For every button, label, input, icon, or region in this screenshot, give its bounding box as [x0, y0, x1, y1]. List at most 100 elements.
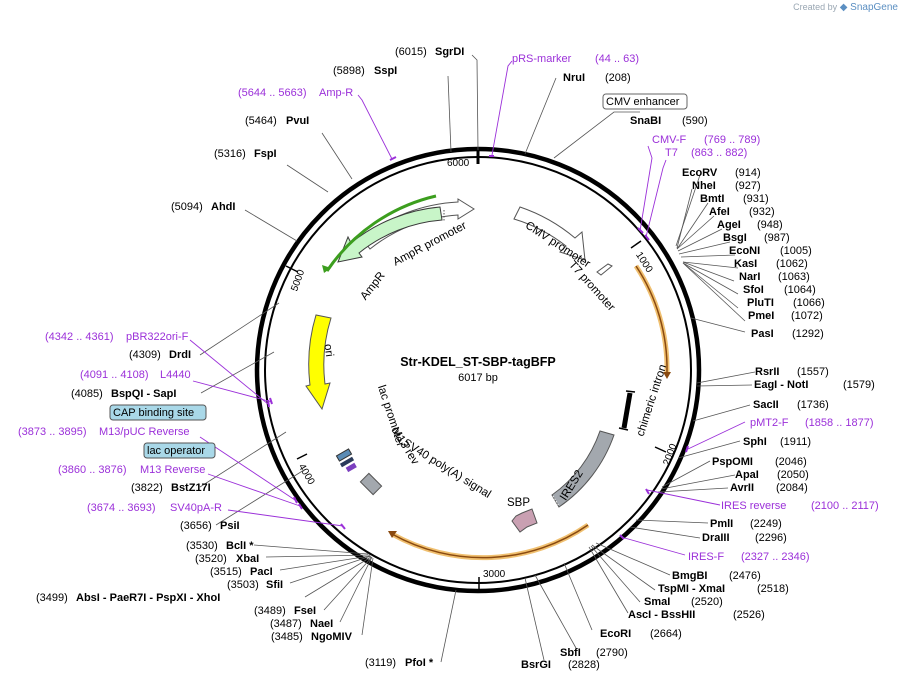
site-ecorv: EcoRV: [682, 167, 718, 179]
tick-6000: 6000: [447, 158, 470, 169]
site-pvui: PvuI: [286, 115, 309, 127]
site-pmei: PmeI: [748, 310, 774, 322]
svg-text:(2664): (2664): [650, 628, 682, 640]
svg-text:(590): (590): [682, 115, 708, 127]
svg-text:(3499): (3499): [36, 592, 68, 604]
label-chimeric-intron: chimeric intron: [635, 363, 670, 438]
site-tspmi-xmai: TspMI - XmaI: [658, 583, 725, 595]
svg-text:(2790): (2790): [596, 647, 628, 659]
site-leader-lines: [199, 54, 756, 663]
primer-cmv-f: CMV-F: [652, 134, 687, 146]
site-eagi-noti: EagI - NotI: [754, 379, 808, 391]
site-xbai: XbaI: [236, 553, 259, 565]
svg-text:(1064): (1064): [784, 284, 816, 296]
primer-ires-reverse: IRES reverse: [721, 500, 786, 512]
svg-text:(987): (987): [764, 232, 790, 244]
svg-text:(1072): (1072): [791, 310, 823, 322]
snapgene-logo: ◆ SnapGene: [839, 2, 898, 13]
site-snabi: SnaBI: [630, 115, 661, 127]
svg-text:(5898): (5898): [333, 65, 365, 77]
svg-text:(2518): (2518): [757, 583, 789, 595]
site-nhei: NheI: [692, 180, 716, 192]
snapgene-watermark: Created by ◆ SnapGene: [793, 2, 898, 13]
primer-m13-puc-reverse: M13/pUC Reverse: [99, 426, 189, 438]
svg-text:(3860 .. 3876): (3860 .. 3876): [58, 464, 127, 476]
svg-text:(3485): (3485): [271, 631, 303, 643]
label-sbp: SBP: [507, 497, 530, 509]
orange-arc-right: [633, 264, 670, 373]
svg-text:(769 .. 789): (769 .. 789): [704, 134, 760, 146]
svg-text:(2084): (2084): [776, 482, 808, 494]
svg-text:(3530): (3530): [186, 540, 218, 552]
site-bstz17i: BstZ17I: [171, 482, 211, 494]
site-agei: AgeI: [717, 219, 741, 231]
tick-3000: 3000: [483, 569, 506, 580]
primer-prs-marker: pRS-marker: [512, 53, 572, 65]
ori-arrow: [305, 314, 332, 411]
svg-text:(3503): (3503): [227, 579, 259, 591]
site-sspi: SspI: [374, 65, 397, 77]
primer-pbr322ori-f: pBR322ori-F: [126, 331, 189, 343]
svg-text:(3674 .. 3693): (3674 .. 3693): [87, 502, 156, 514]
coordinate-ticks: 6000 1000 2000 3000 4000 5000: [285, 150, 680, 589]
site-afei: AfeI: [709, 206, 730, 218]
tick-4000: 4000: [296, 462, 317, 487]
svg-text:(44 .. 63): (44 .. 63): [595, 53, 639, 65]
svg-text:(5094): (5094): [171, 201, 203, 213]
site-pfoi: PfoI *: [405, 657, 434, 669]
svg-text:(1736): (1736): [797, 399, 829, 411]
t7-promoter-arrow: [596, 263, 613, 276]
label-sv40-polya: SV40 poly(A) signal: [401, 437, 493, 501]
site-sacii: SacII: [753, 399, 779, 411]
site-bmti: BmtI: [700, 193, 724, 205]
primer-marks: [267, 155, 689, 540]
svg-text:(3489): (3489): [254, 605, 286, 617]
svg-text:CAP binding site: CAP binding site: [113, 407, 194, 419]
svg-text:(4091 .. 4108): (4091 .. 4108): [80, 369, 149, 381]
svg-text:(1063): (1063): [778, 271, 810, 283]
svg-text:(863 .. 882): (863 .. 882): [691, 147, 747, 159]
svg-text:(3873 .. 3895): (3873 .. 3895): [18, 426, 87, 438]
svg-text:(927): (927): [735, 180, 761, 192]
primer-leader-lines: [189, 60, 746, 556]
site-naei: NaeI: [310, 618, 333, 630]
svg-text:(931): (931): [743, 193, 769, 205]
ampr-arrow: [337, 206, 443, 263]
svg-text:(1005): (1005): [780, 245, 812, 257]
primer-l4440: L4440: [160, 369, 191, 381]
svg-text:(2526): (2526): [733, 609, 765, 621]
site-asci-bsshii: AscI - BssHII: [628, 609, 695, 621]
svg-text:(2100 .. 2117): (2100 .. 2117): [811, 500, 879, 512]
svg-text:(1292): (1292): [792, 328, 824, 340]
svg-text:(5644 .. 5663): (5644 .. 5663): [238, 87, 307, 99]
site-paci: PacI: [250, 566, 273, 578]
site-pspomi: PspOMI: [712, 456, 753, 468]
primer-amp-r: Amp-R: [319, 87, 353, 99]
svg-text:(932): (932): [749, 206, 775, 218]
label-ampr: AmpR: [358, 270, 387, 303]
restriction-site-labels: (6015) SgrDI (5898) SspI (5464) PvuI (53…: [36, 46, 875, 671]
svg-text:(208): (208): [605, 72, 631, 84]
boxed-feature-cap-binding-site: CAP binding site: [109, 404, 207, 421]
site-sgrdi: SgrDI: [435, 46, 464, 58]
svg-text:(3119): (3119): [365, 657, 396, 669]
svg-text:(1066): (1066): [793, 297, 825, 309]
svg-text:(4309): (4309): [129, 349, 161, 361]
site-econi: EcoNI: [729, 245, 760, 257]
svg-text:(2327 .. 2346): (2327 .. 2346): [741, 551, 810, 563]
lac-operator-mark: [335, 448, 353, 462]
created-by-text: Created by: [793, 2, 838, 12]
sbp-arrow: [511, 508, 538, 533]
tick-1000: 1000: [633, 250, 655, 275]
site-bsrgi: BsrGI: [521, 659, 551, 671]
site-sfii: SfiI: [266, 579, 283, 591]
svg-text:(2520): (2520): [691, 596, 723, 608]
plasmid-length: 6017 bp: [458, 372, 498, 384]
boxed-feature-lac-operator: lac operator: [143, 442, 216, 459]
svg-text:(2050): (2050): [777, 469, 809, 481]
ires2-arrow: [551, 430, 615, 508]
cmv-promoter-arrow: [513, 206, 586, 261]
svg-text:(4342 .. 4361): (4342 .. 4361): [45, 331, 114, 343]
chimeric-intron-bar: [621, 392, 633, 429]
svg-text:(2296): (2296): [755, 532, 787, 544]
